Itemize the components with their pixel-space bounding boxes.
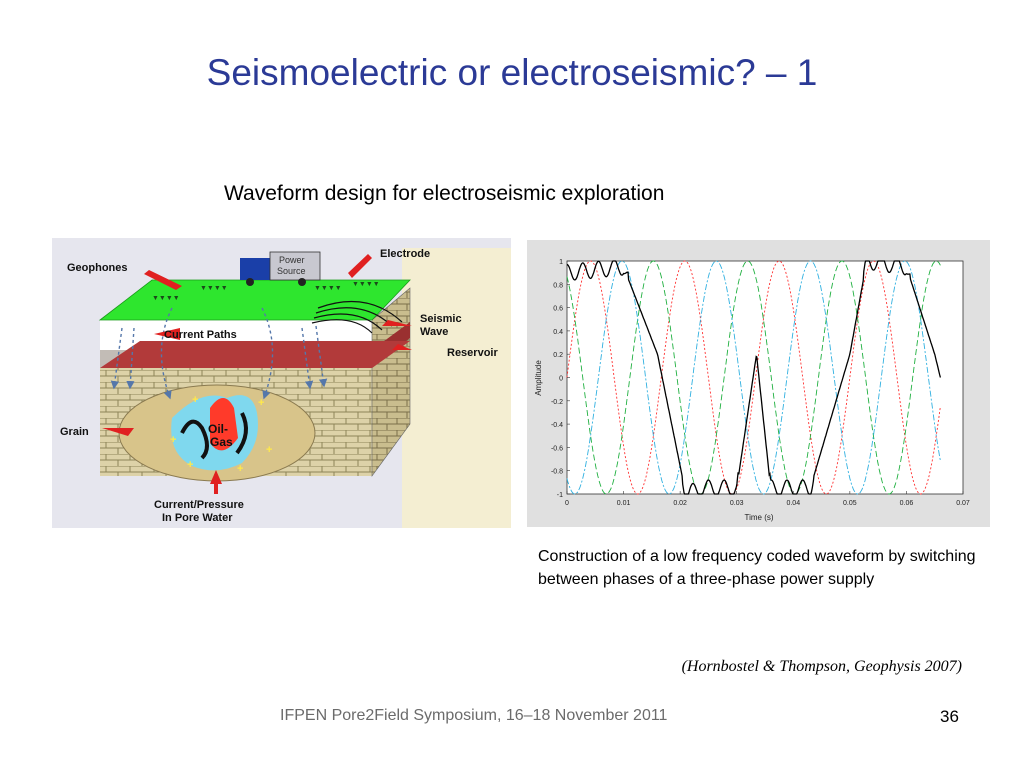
y-tick-label: 0.6 [553, 306, 563, 313]
plot-area [566, 260, 964, 495]
x-tick-label: 0 [565, 500, 569, 507]
waveform-chart: 1 0.8 0.6 0.4 0.2 0 -0.2 -0.4 -0.6 -0.8 -1 0 0.01 0.… [527, 240, 990, 527]
label-geophones: Geophones [67, 262, 128, 274]
y-tick-label: -0.2 [551, 399, 563, 406]
label-electrode: Electrode [380, 248, 430, 260]
svg-text:+: + [258, 397, 264, 409]
svg-text:+: + [187, 459, 193, 471]
y-tick-label: -0.4 [551, 422, 563, 429]
citation: (Hornbostel & Thompson, Geophysis 2007) [681, 658, 962, 675]
footer-text: IFPEN Pore2Field Symposium, 16–18 Novemb… [280, 707, 668, 724]
y-axis-label: Amplitude [534, 360, 543, 396]
series-line-2 [566, 260, 941, 495]
oil-gas-label-1: Oil- [208, 422, 228, 436]
power-source-label-2: Source [277, 266, 306, 276]
page-number: 36 [940, 707, 959, 726]
y-tick-label: 0 [559, 376, 563, 383]
label-reservoir: Reservoir [447, 347, 498, 359]
oil-gas-label-2: Gas [210, 435, 233, 449]
reservoir-layer [100, 341, 410, 368]
svg-text:▼▼▼▼: ▼▼▼▼ [314, 285, 342, 292]
y-tick-label: -1 [557, 492, 563, 499]
y-tick-label: -0.6 [551, 445, 563, 452]
x-tick-label: 0.02 [673, 500, 687, 507]
y-tick-label: -0.8 [551, 469, 563, 476]
surface-layer [98, 279, 411, 321]
x-tick-label: 0.04 [786, 500, 800, 507]
label-current-pressure-2: In Pore Water [162, 512, 233, 524]
x-tick-label: 0.07 [956, 500, 970, 507]
y-tick-label: 0.4 [553, 329, 563, 336]
label-seismic-wave-1: Seismic [420, 313, 462, 325]
svg-text:+: + [266, 444, 272, 456]
label-current-paths: Current Paths [164, 329, 237, 341]
power-source-truck [240, 258, 272, 280]
y-tick-label: 0.8 [553, 282, 563, 289]
svg-text:+: + [170, 434, 176, 446]
series-line-1 [566, 260, 941, 495]
figure-caption: Construction of a low frequency coded wa… [538, 548, 976, 588]
series-line-3 [566, 260, 941, 495]
y-tick-label: 0.2 [553, 352, 563, 359]
x-axis-label: Time (s) [744, 513, 773, 522]
electroseismic-diagram: Oil- Gas + + + + + + Power Source ▼▼▼▼ ▼▼▼▼ ▼▼… [52, 238, 511, 528]
svg-text:▼▼▼▼: ▼▼▼▼ [152, 295, 180, 302]
label-current-pressure-1: Current/Pressure [154, 499, 244, 511]
slide-title: Seismoelectric or electroseismic? – 1 [206, 52, 818, 93]
y-tick-label: 1 [559, 259, 563, 266]
svg-text:+: + [192, 394, 198, 406]
x-tick-label: 0.05 [843, 500, 857, 507]
svg-text:▼▼▼▼: ▼▼▼▼ [352, 281, 380, 288]
x-tick-label: 0.01 [617, 500, 631, 507]
series-line-4 [566, 260, 942, 495]
label-grain: Grain [60, 426, 89, 438]
label-seismic-wave-2: Wave [420, 326, 448, 338]
power-source-label-1: Power [279, 255, 305, 265]
x-tick-label: 0.06 [900, 500, 914, 507]
slide-subtitle: Waveform design for electroseismic explo… [224, 182, 665, 205]
svg-text:+: + [237, 463, 243, 475]
x-tick-label: 0.03 [730, 500, 744, 507]
svg-text:▼▼▼▼: ▼▼▼▼ [200, 285, 228, 292]
